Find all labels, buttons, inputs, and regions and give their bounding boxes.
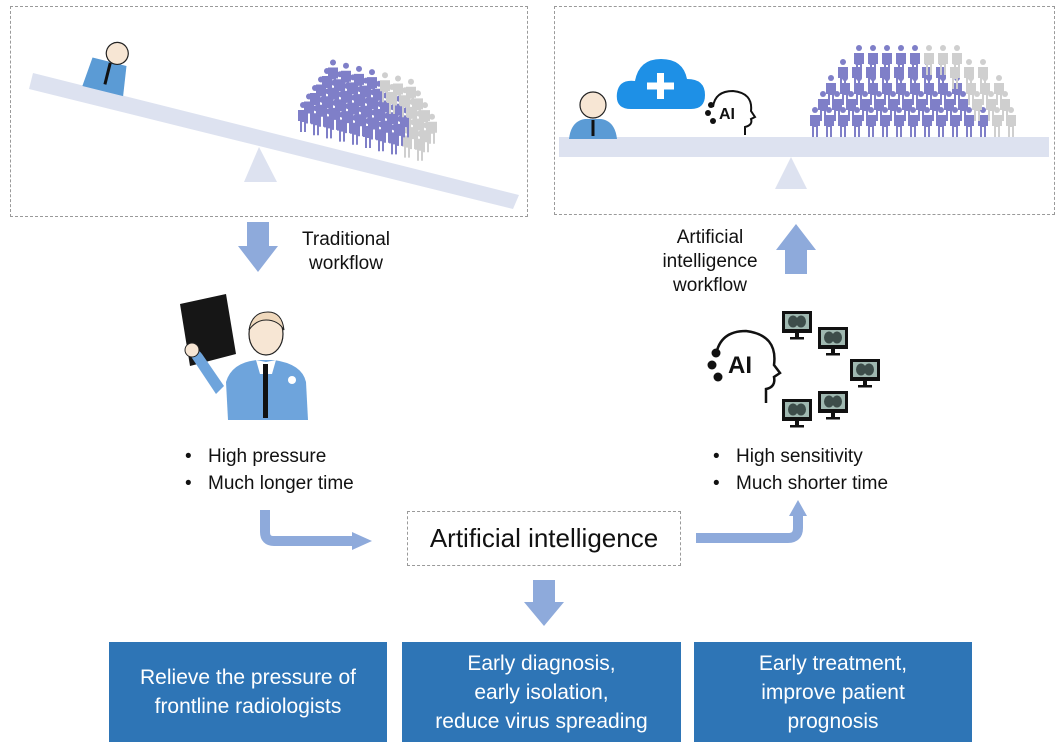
outcome-text: Early treatment, improve patient prognos…: [758, 651, 908, 733]
outcome-text: Early diagnosis, early isolation, reduce…: [435, 651, 648, 733]
ct-monitor-icon: [782, 399, 812, 428]
ai-head-icon: AI: [707, 329, 782, 403]
ai-diagnosis-illustration: AI: [707, 311, 880, 428]
ai-head-icon: AI: [705, 89, 757, 135]
patient-crowd-icon: [298, 59, 437, 161]
seesaw-beam: [29, 73, 519, 209]
ct-monitor-icon: [782, 311, 812, 340]
ai-seesaw-illustration: AI: [559, 45, 1049, 189]
traditional-to-ai-arrow: [260, 510, 372, 550]
bullet-longer-time: Much longer time: [178, 470, 354, 497]
doctor-icon: [569, 91, 617, 139]
patient-crowd-icon: [810, 45, 1016, 137]
svg-text:AI: AI: [728, 352, 752, 379]
traditional-workflow-label: Traditional workflow: [301, 229, 390, 274]
traditional-down-arrow: [238, 222, 278, 272]
ai-center-box: Artificial intelligence: [407, 511, 681, 566]
cloud-plus-icon: [616, 59, 705, 109]
traditional-balance-panel: [10, 6, 528, 217]
seesaw-fulcrum: [775, 157, 807, 189]
ai-balance-panel: AI: [554, 6, 1055, 215]
ai-to-outcomes-arrow: [524, 580, 564, 626]
bullet-shorter-time: Much shorter time: [706, 470, 888, 497]
traditional-bullet-list: High pressure Much longer time: [178, 443, 354, 497]
outcome-box-early-diagnosis: Early diagnosis, early isolation, reduce…: [402, 642, 681, 742]
ai-center-label: Artificial intelligence: [429, 523, 659, 553]
seesaw-fulcrum: [244, 147, 277, 182]
outcome-box-relieve-pressure: Relieve the pressure of frontline radiol…: [109, 642, 387, 742]
ai-to-result-arrow: [696, 500, 807, 543]
ct-monitor-icon: [818, 391, 848, 420]
small-doctor-icon: [82, 41, 129, 97]
ai-bullet-list: High sensitivity Much shorter time: [706, 443, 888, 497]
ct-monitor-icon: [818, 327, 848, 356]
bullet-high-pressure: High pressure: [178, 443, 354, 470]
ai-workflow-label: Artificial intelligence workflow: [662, 227, 758, 296]
ai-up-arrow: [776, 224, 816, 274]
outcome-box-early-treatment: Early treatment, improve patient prognos…: [694, 642, 972, 742]
ct-monitor-icon: [850, 359, 880, 388]
seesaw-beam: [559, 137, 1049, 157]
radiologist-illustration: [180, 294, 308, 420]
outcome-text: Relieve the pressure of frontline radiol…: [140, 666, 356, 718]
ai-icon-text: AI: [719, 106, 735, 123]
traditional-seesaw-illustration: [29, 41, 519, 209]
bullet-high-sensitivity: High sensitivity: [706, 443, 888, 470]
